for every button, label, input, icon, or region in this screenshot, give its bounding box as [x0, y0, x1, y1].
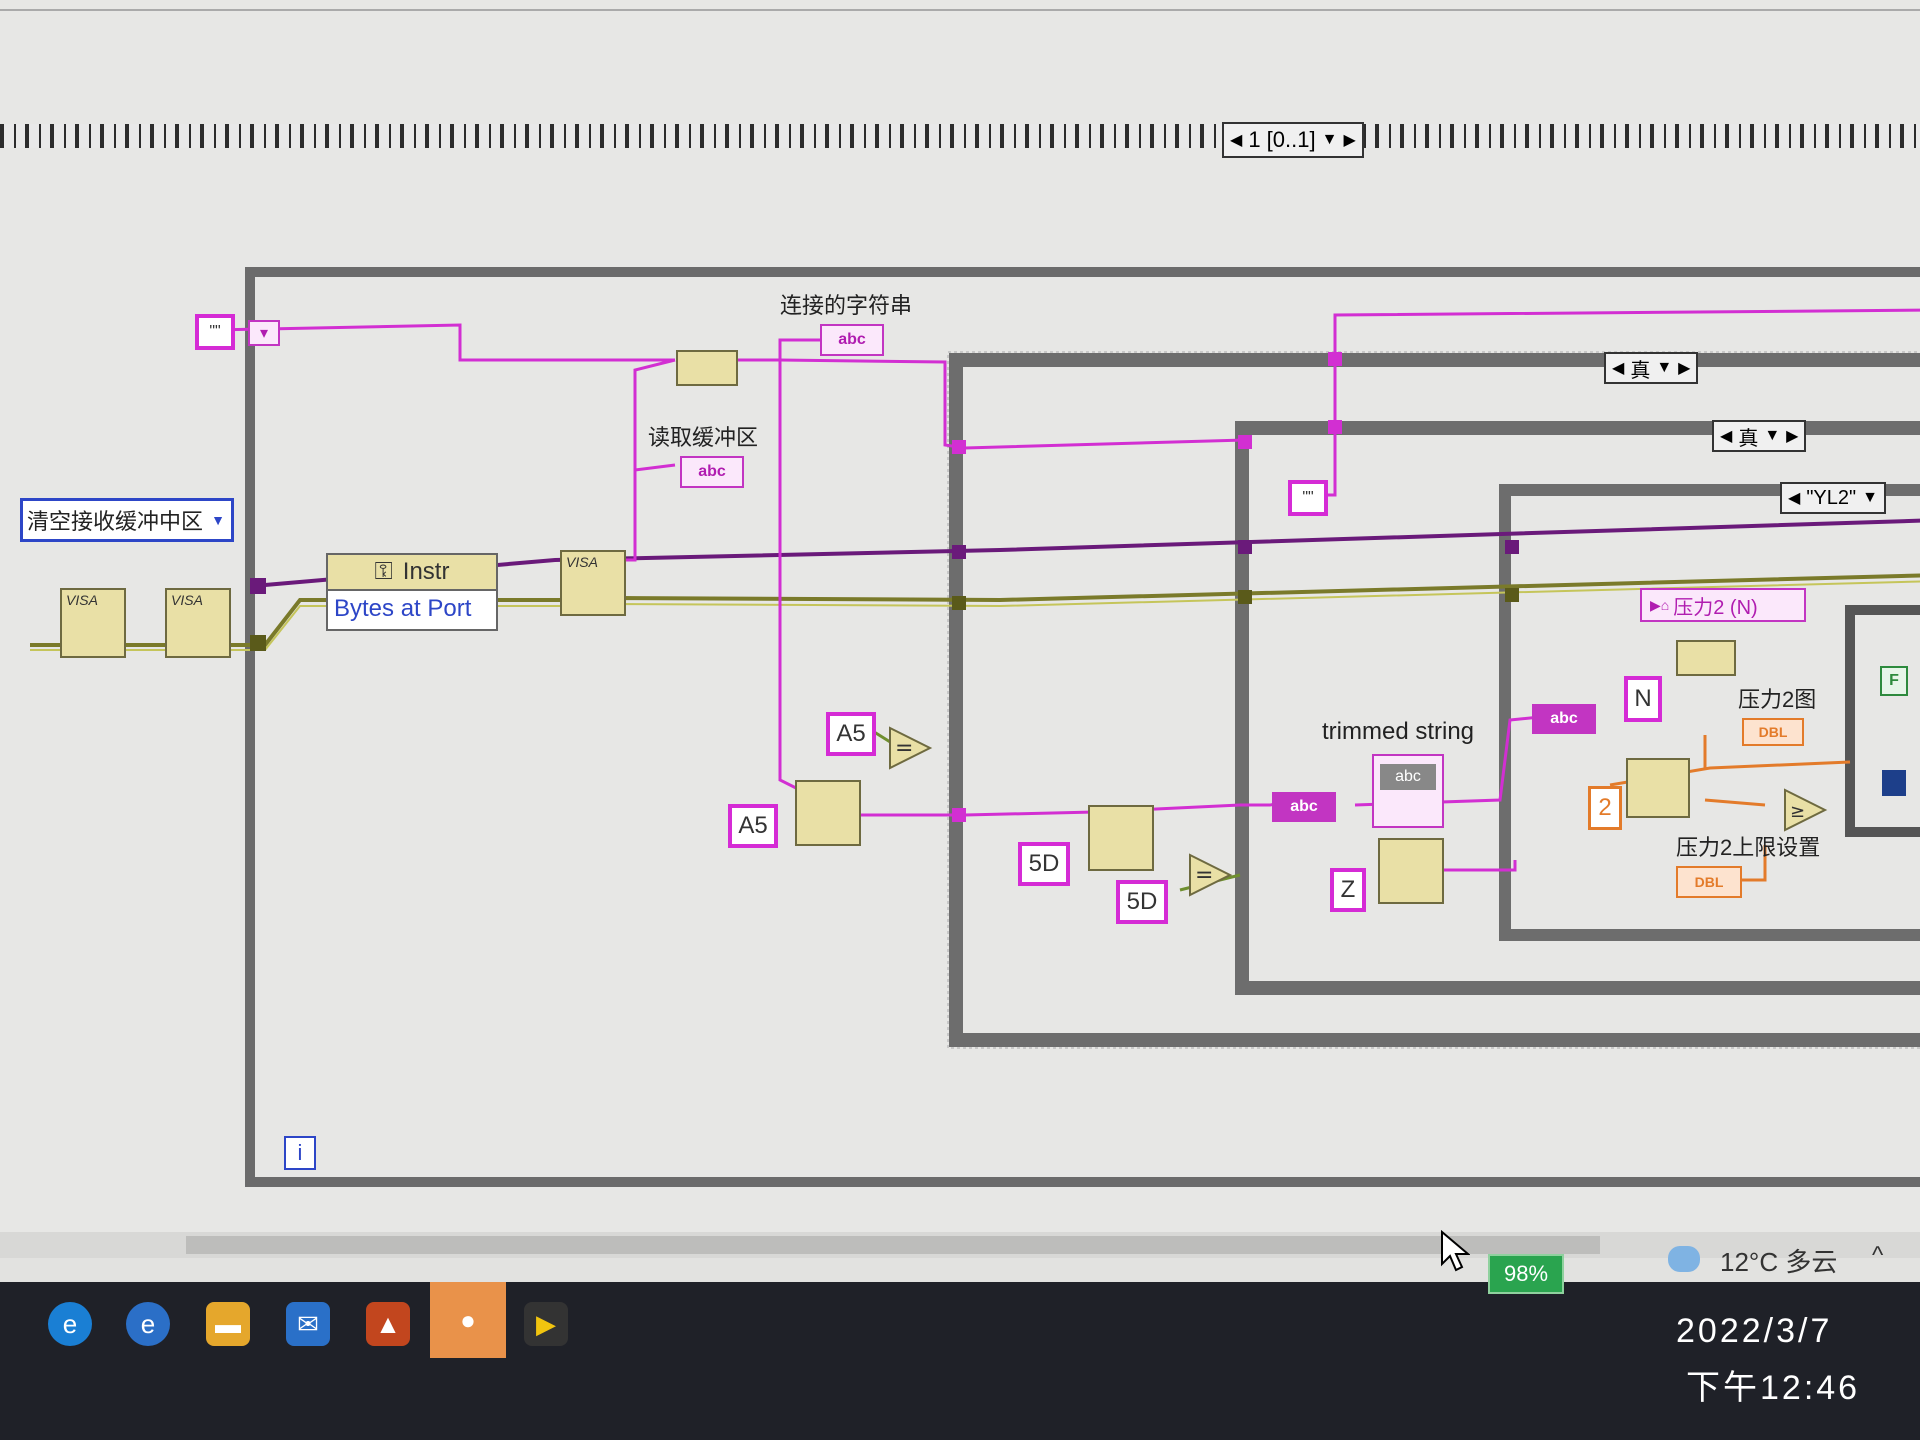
case-structure-middle [1235, 421, 1920, 995]
n-constant[interactable]: N [1624, 676, 1662, 722]
case-structure-outer [949, 353, 1920, 1047]
property-node[interactable]: ⚿ Instr Bytes at Port [326, 553, 498, 631]
read-buffer-label: 读取缓冲区 [648, 425, 759, 450]
edge-icon[interactable]: e [48, 1302, 92, 1346]
visa-label: VISA [566, 554, 598, 570]
case-selector-outer[interactable]: ◀ 真 ▼ ▶ [1604, 352, 1699, 384]
labview-icon[interactable]: ▶ [524, 1302, 568, 1346]
battery-indicator[interactable]: 98% [1488, 1254, 1564, 1294]
two-constant[interactable]: 2 [1588, 786, 1622, 830]
joined-string-label: 连接的字符串 [780, 293, 913, 318]
equal-comparator-1[interactable]: = [889, 726, 933, 770]
case-selector-middle-label: 真 [1738, 427, 1759, 450]
svg-text:=: = [1195, 863, 1213, 888]
enum-dropdown-icon[interactable]: ▼ [211, 512, 225, 528]
clear-buffer-label: 清空接收缓冲中区 [27, 509, 204, 534]
decrement-arrow-icon[interactable]: ◀ [1230, 132, 1243, 149]
string-subset-node-3[interactable] [1378, 838, 1444, 904]
case-dropdown-icon[interactable]: ▼ [1656, 359, 1673, 376]
case-selector-outer-label: 真 [1630, 359, 1651, 382]
concatenate-node-2[interactable] [1676, 640, 1736, 676]
case-selector-inner[interactable]: ◀ "YL2" ▼ [1780, 482, 1886, 514]
equal-comparator-2[interactable]: = [1189, 853, 1233, 897]
mouse-cursor-icon [1441, 1230, 1470, 1272]
pressure2-limit-control[interactable]: DBL [1676, 866, 1742, 898]
date-text[interactable]: 2022/3/7 [1676, 1312, 1833, 1350]
greater-comparator[interactable]: ≥ [1784, 788, 1828, 832]
case-prev-icon[interactable]: ◀ [1788, 490, 1801, 507]
shift-register-icon[interactable]: ▾ [248, 320, 280, 346]
pressure2-chart-terminal[interactable]: DBL [1742, 718, 1804, 746]
pressure2-n-label: 压力2 (N) [1673, 596, 1758, 619]
false-constant[interactable]: F [1880, 666, 1908, 696]
visa-read-node[interactable]: VISA [560, 550, 626, 616]
case-structure-inner [1499, 484, 1920, 941]
visa-label: VISA [171, 592, 203, 608]
file-explorer-icon[interactable]: ▬ [206, 1302, 250, 1346]
local-variable-icon: ▶⌂ [1650, 596, 1670, 613]
5d-constant-left[interactable]: 5D [1018, 842, 1070, 886]
scrollbar-thumb[interactable] [186, 1236, 1600, 1254]
iteration-terminal[interactable]: i [284, 1136, 316, 1170]
visa-label: VISA [66, 592, 98, 608]
case-structure-nested [1845, 605, 1920, 837]
frame-selector[interactable]: ◀ 1 [0..1] ▼ ▶ [1222, 122, 1364, 158]
read-buffer-indicator[interactable]: abc [680, 456, 744, 488]
ie-icon[interactable]: e [126, 1302, 170, 1346]
case-selector-middle[interactable]: ◀ 真 ▼ ▶ [1712, 420, 1807, 452]
joined-string-indicator[interactable]: abc [820, 324, 884, 356]
z-constant[interactable]: Z [1330, 868, 1366, 912]
case-prev-icon[interactable]: ◀ [1720, 428, 1733, 445]
dropdown-arrow-icon[interactable]: ▼ [1321, 131, 1338, 148]
svg-text:≥: ≥ [1790, 801, 1805, 822]
case-prev-icon[interactable]: ◀ [1612, 360, 1625, 377]
pressure2-limit-label: 压力2上限设置 [1676, 835, 1821, 860]
string-to-number-node[interactable]: abc [1532, 704, 1596, 734]
empty-string-constant[interactable]: "" [195, 314, 235, 350]
case-dropdown-icon[interactable]: ▼ [1862, 489, 1878, 506]
a5-constant-left[interactable]: A5 [728, 804, 778, 848]
case-dropdown-icon[interactable]: ▼ [1764, 427, 1781, 444]
time-text[interactable]: 下午12:46 [1686, 1369, 1861, 1407]
visa-configure-node[interactable]: VISA [60, 588, 126, 658]
sequence-frame-border [0, 124, 1920, 148]
frame-selector-label: 1 [0..1] [1248, 127, 1316, 152]
matlab-icon[interactable]: ▲ [366, 1302, 410, 1346]
trimmed-string-indicator[interactable]: abc [1372, 754, 1444, 828]
boolean-indicator[interactable] [1882, 770, 1906, 796]
clear-buffer-enum[interactable]: 清空接收缓冲中区 ▼ [20, 498, 234, 542]
concatenate-strings-node[interactable] [676, 350, 738, 386]
bytes-at-port-property[interactable]: Bytes at Port [334, 595, 472, 622]
svg-text:=: = [895, 736, 913, 761]
increment-arrow-icon[interactable]: ▶ [1343, 132, 1356, 149]
case-selector-inner-label: "YL2" [1806, 486, 1857, 509]
weather-text[interactable]: 12°C 多云 [1720, 1247, 1838, 1277]
string-subset-node-1[interactable] [795, 780, 861, 846]
number-format-node[interactable] [1626, 758, 1690, 818]
horizontal-scrollbar[interactable] [0, 1232, 1920, 1258]
mail-icon[interactable]: ✉ [286, 1302, 330, 1346]
empty-string-constant-2[interactable]: "" [1288, 480, 1328, 516]
taskbar: e e ▬ ✉ ▲ ● ▶ 98% 12°C 多云 ^ 2022/3/7 下午1… [0, 1242, 1920, 1440]
a5-constant-top[interactable]: A5 [826, 712, 876, 756]
5d-constant-right[interactable]: 5D [1116, 880, 1168, 924]
visa-flush-node[interactable]: VISA [165, 588, 231, 658]
string-subset-node-2[interactable] [1088, 805, 1154, 871]
weather-icon [1668, 1246, 1700, 1272]
pressure2-chart-label: 压力2图 [1738, 687, 1817, 712]
case-next-icon[interactable]: ▶ [1786, 428, 1799, 445]
case-next-icon[interactable]: ▶ [1678, 360, 1691, 377]
while-loop [245, 267, 1920, 1187]
wrench-icon: ⚿ [374, 558, 393, 585]
chevron-up-icon[interactable]: ^ [1872, 1242, 1884, 1269]
pressure2-n-local-variable[interactable]: ▶⌂ 压力2 (N) [1640, 588, 1806, 622]
trim-whitespace-node[interactable]: abc [1272, 792, 1336, 822]
trimmed-string-label: trimmed string [1322, 718, 1475, 745]
wechat-icon[interactable]: ● [430, 1282, 506, 1358]
property-node-class: Instr [402, 558, 450, 585]
